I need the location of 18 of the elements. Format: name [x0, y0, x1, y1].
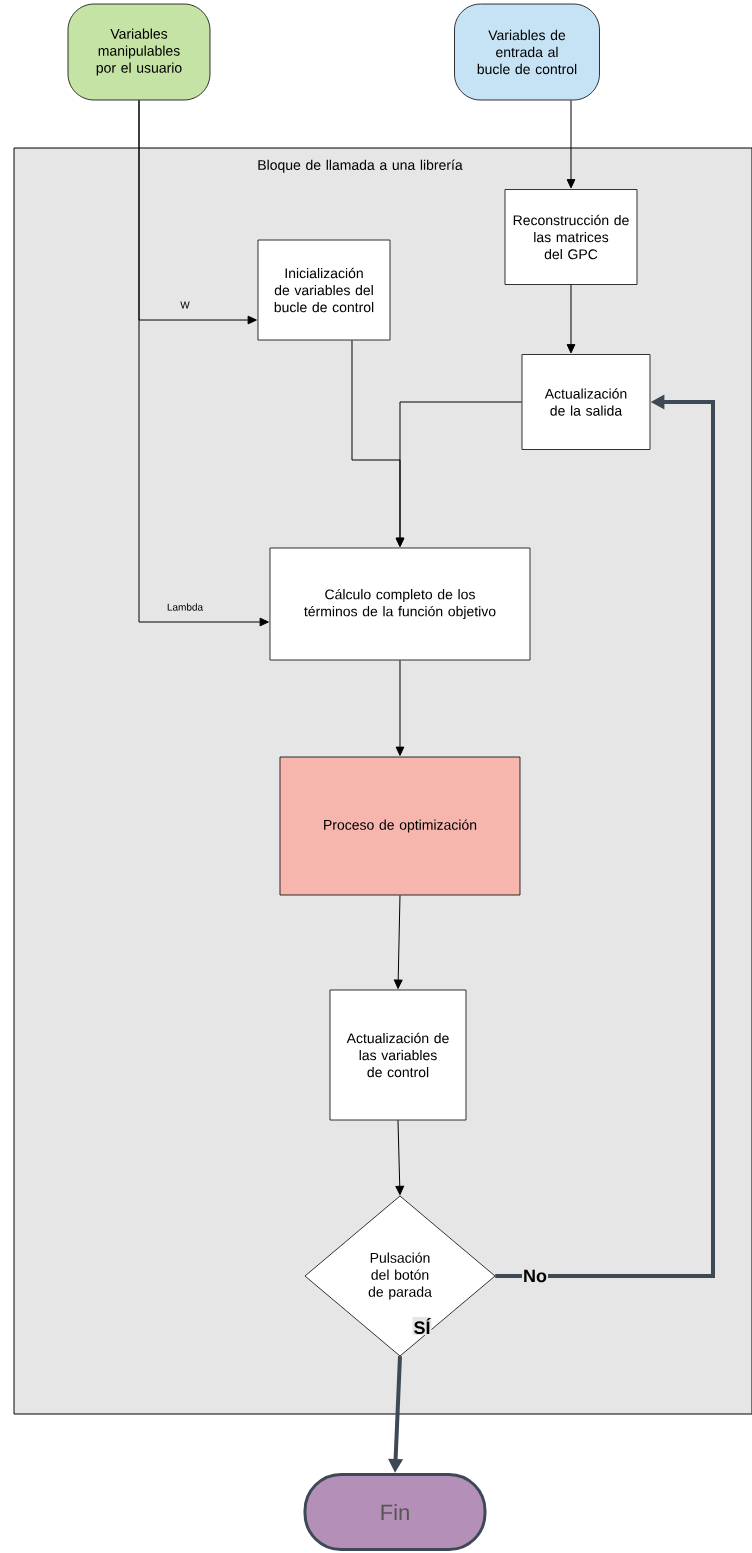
arrow	[566, 284, 576, 354]
arrow	[395, 659, 405, 756]
start-terminal: Variables manipulables por el usuario	[67, 3, 211, 101]
process-box: Actualización de la salida	[521, 354, 651, 450]
arrow	[395, 401, 523, 547]
process-box: Reconstrucción de las matrices del GPC	[504, 189, 638, 285]
process-box: Actualización de las variables de control	[329, 989, 467, 1121]
arrow	[566, 99, 576, 189]
start-terminal: Variables de entrada al bucle de control	[454, 3, 600, 101]
arrow	[393, 894, 403, 989]
end-terminal: Fin	[303, 1473, 487, 1551]
process-box: Cálculo completo de los términos de la función objetivo	[269, 547, 531, 661]
arrow	[138, 99, 269, 627]
edge-label: W	[179, 300, 191, 310]
process-box: Proceso de optimización	[279, 756, 521, 896]
edge-label: Lambda	[165, 602, 205, 612]
process-box: Inicialización de variables del bucle de control	[257, 239, 391, 341]
arrow	[395, 1119, 405, 1196]
